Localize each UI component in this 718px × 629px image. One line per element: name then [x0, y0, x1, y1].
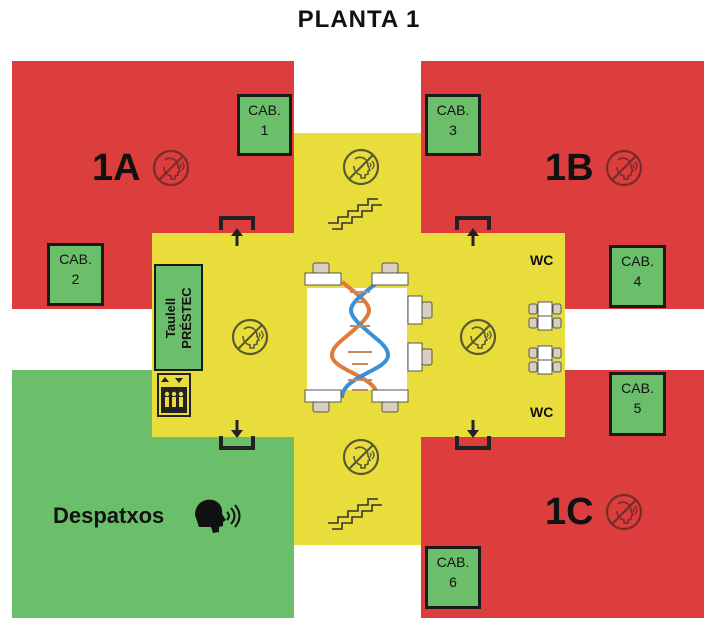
desk-icon: [407, 295, 433, 325]
cabin-number: 1: [260, 122, 269, 138]
no-talking-icon: [342, 438, 380, 476]
despatxos-label: Despatxos: [53, 503, 165, 528]
desk-icon: [304, 262, 342, 286]
desk-icon: [371, 262, 409, 286]
cabin-6[interactable]: CAB. 6: [425, 546, 481, 609]
no-talking-icon: [342, 148, 380, 186]
cabin-5[interactable]: CAB. 5: [609, 372, 666, 436]
entrance-arrow-icon: [219, 418, 255, 450]
cabin-label: CAB.: [59, 251, 92, 267]
cabin-number: 3: [449, 122, 457, 138]
wc-label-top: WC: [530, 252, 554, 268]
no-talking-icon: [605, 149, 643, 187]
cabin-label: CAB.: [621, 380, 654, 396]
cabin-4[interactable]: CAB. 4: [609, 245, 666, 308]
entrance-arrow-icon: [455, 216, 491, 248]
loan-desk-line2: PRÉSTEC: [178, 286, 194, 349]
cabin-label: CAB.: [436, 554, 470, 570]
elevator-icon: [157, 373, 191, 417]
cabin-number: 5: [633, 400, 642, 416]
entrance-arrow-icon: [219, 216, 255, 248]
no-talking-icon: [152, 149, 190, 187]
cabin-1[interactable]: CAB. 1: [237, 94, 292, 156]
loan-desk-line1: Taulell: [162, 297, 178, 338]
cabin-number: 6: [449, 574, 457, 590]
zone-1b-label: 1B: [545, 147, 594, 189]
cabin-label: CAB.: [436, 102, 470, 118]
stairs-icon: [327, 198, 383, 230]
no-talking-icon: [459, 318, 497, 356]
dna-icon: [330, 280, 390, 399]
cabin-number: 2: [71, 271, 80, 287]
cabin-3[interactable]: CAB. 3: [425, 94, 481, 156]
cabin-number: 4: [633, 273, 642, 289]
desk-icon: [371, 389, 409, 413]
wc-label-bottom: WC: [530, 404, 554, 420]
stairs-icon: [327, 498, 383, 530]
zone-1a-label: 1A: [92, 147, 141, 189]
desk-icon: [528, 301, 562, 375]
no-talking-icon: [605, 493, 643, 531]
floor-title: PLANTA 1: [297, 6, 421, 33]
cabin-2[interactable]: CAB. 2: [47, 243, 104, 306]
no-talking-icon: [231, 318, 269, 356]
cabin-label: CAB.: [621, 253, 654, 269]
zone-1c-label: 1C: [545, 491, 594, 533]
loan-desk[interactable]: Taulell PRÉSTEC: [154, 264, 203, 371]
desk-icon: [304, 389, 342, 413]
cabin-label: CAB.: [248, 102, 281, 118]
desk-icon: [407, 342, 433, 372]
entrance-arrow-icon: [455, 418, 491, 450]
talking-icon: [195, 499, 241, 533]
